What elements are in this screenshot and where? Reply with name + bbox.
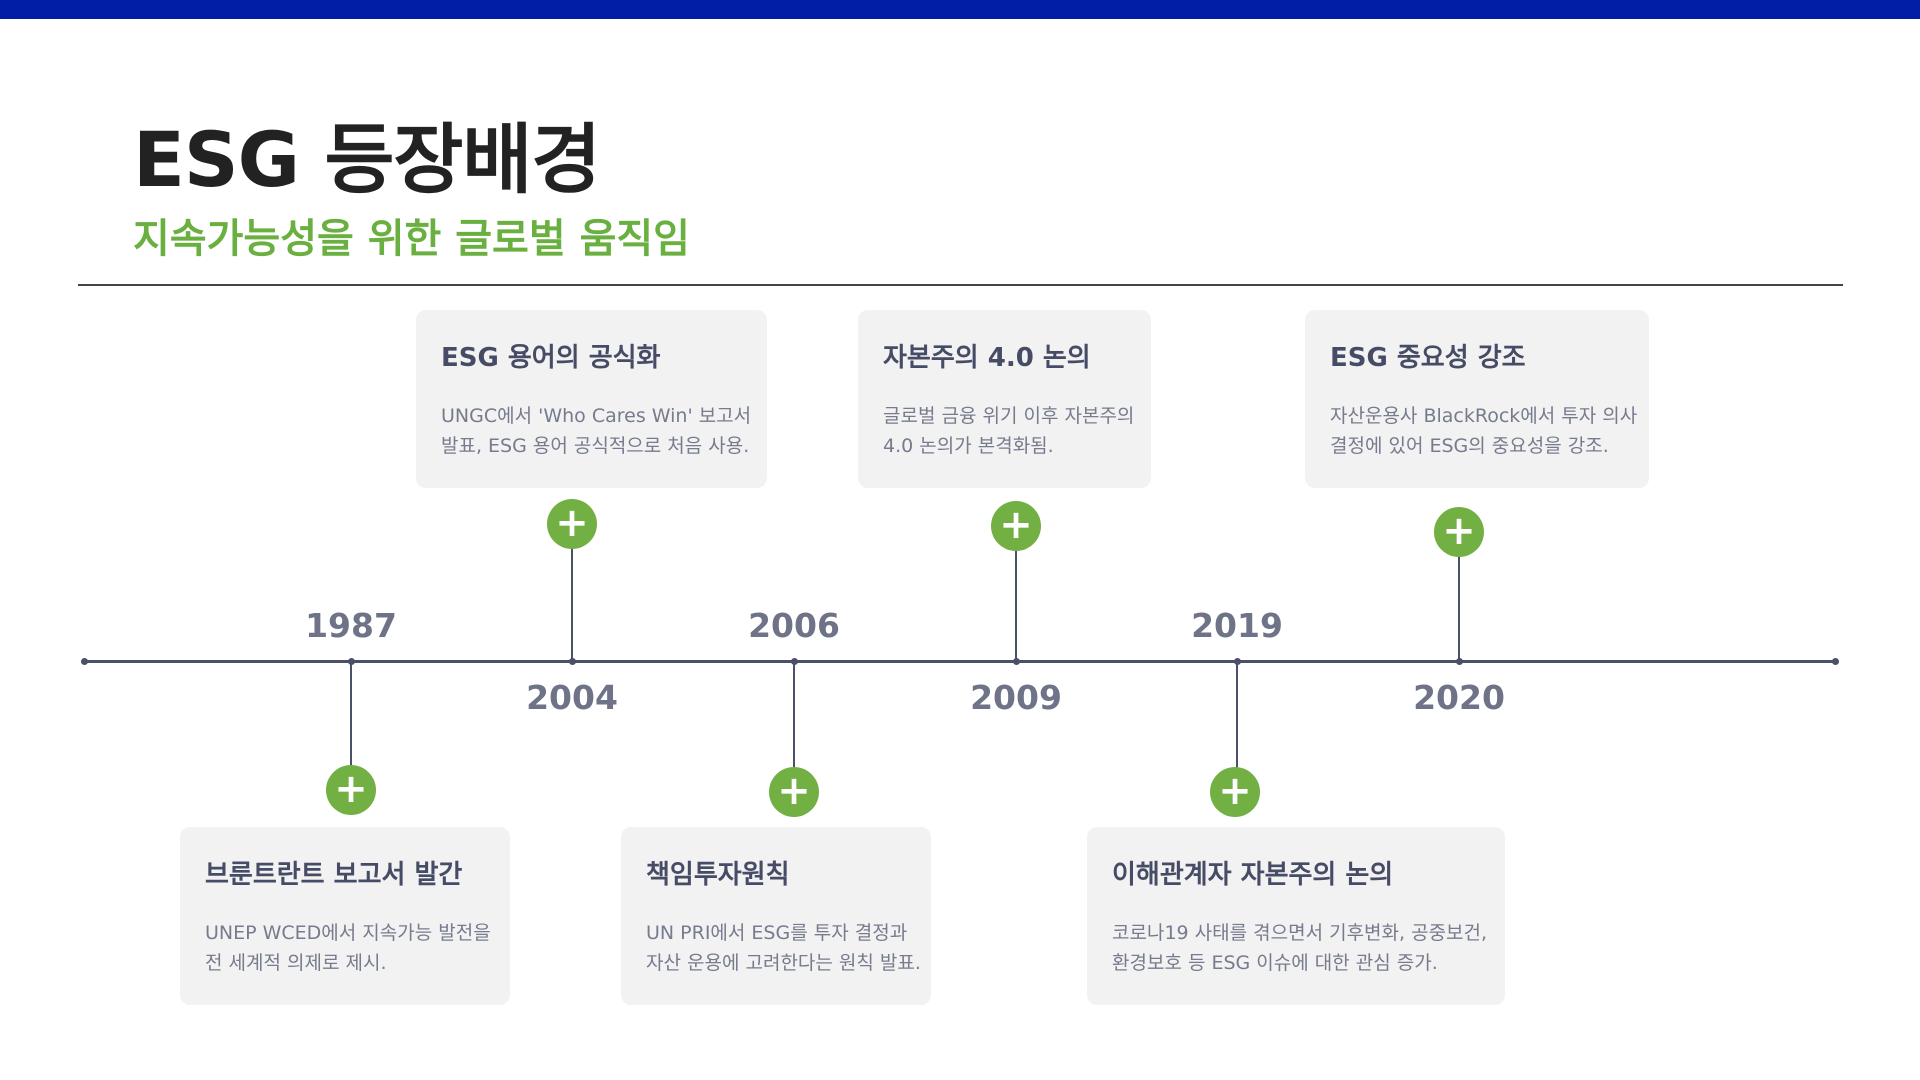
event-description-line: 환경보호 등 ESG 이슈에 대한 관심 증가. <box>1112 952 1438 974</box>
plus-icon: + <box>547 499 597 549</box>
timeline-tick-1987 <box>348 658 355 665</box>
event-card-2006: 책임투자원칙 UN PRI에서 ESG를 투자 결정과 자산 운용에 고려한다는… <box>621 827 931 1005</box>
event-title: 책임투자원칙 <box>646 860 790 890</box>
year-label-1987: 1987 <box>305 606 397 645</box>
timeline-axis <box>84 660 1836 663</box>
timeline-start-dot <box>81 658 88 665</box>
event-card-2009: 자본주의 4.0 논의 글로벌 금융 위기 이후 자본주의 4.0 논의가 본격… <box>858 310 1151 488</box>
connector-line-2006 <box>793 662 795 768</box>
event-description-line: UNEP WCED에서 지속가능 발전을 <box>205 922 491 944</box>
event-card-2019: 이해관계자 자본주의 논의 코로나19 사태를 겪으면서 기후변화, 공중보건,… <box>1087 827 1505 1005</box>
event-card-2004: ESG 용어의 공식화 UNGC에서 'Who Cares Win' 보고서 발… <box>416 310 767 488</box>
event-title: 이해관계자 자본주의 논의 <box>1112 860 1394 890</box>
timeline-end-dot <box>1832 658 1839 665</box>
event-description-line: 전 세계적 의제로 제시. <box>205 952 387 974</box>
event-title: ESG 중요성 강조 <box>1330 343 1526 373</box>
timeline-tick-2006 <box>791 658 798 665</box>
event-description-line: 코로나19 사태를 겪으면서 기후변화, 공중보건, <box>1112 922 1488 944</box>
event-title: 자본주의 4.0 논의 <box>883 343 1091 373</box>
event-card-2020: ESG 중요성 강조 자산운용사 BlackRock에서 투자 의사 결정에 있… <box>1305 310 1649 488</box>
event-description-line: 자산 운용에 고려한다는 원칙 발표. <box>646 952 921 974</box>
plus-icon: + <box>769 767 819 817</box>
connector-line-2020 <box>1458 556 1460 662</box>
event-title: ESG 용어의 공식화 <box>441 343 661 373</box>
connector-line-2019 <box>1236 662 1238 768</box>
event-description: UNEP WCED에서 지속가능 발전을 전 세계적 의제로 제시. <box>205 918 491 978</box>
event-title: 브룬트란트 보고서 발간 <box>205 860 463 890</box>
plus-icon: + <box>991 501 1041 551</box>
year-label-2009: 2009 <box>970 678 1062 717</box>
event-description: UNGC에서 'Who Cares Win' 보고서 발표, ESG 용어 공식… <box>441 401 752 461</box>
plus-icon: + <box>1210 767 1260 817</box>
event-description: 코로나19 사태를 겪으면서 기후변화, 공중보건, 환경보호 등 ESG 이슈… <box>1112 918 1488 978</box>
year-label-2020: 2020 <box>1413 678 1505 717</box>
connector-line-2009 <box>1015 550 1017 662</box>
slide-title: ESG 등장배경 <box>133 115 601 204</box>
event-description: 글로벌 금융 위기 이후 자본주의 4.0 논의가 본격화됨. <box>883 401 1135 461</box>
connector-line-2004 <box>571 548 573 662</box>
event-description-line: 발표, ESG 용어 공식적으로 처음 사용. <box>441 435 750 457</box>
slide-subtitle: 지속가능성을 위한 글로벌 움직임 <box>133 216 690 262</box>
event-description-line: UNGC에서 'Who Cares Win' 보고서 <box>441 405 752 427</box>
title-divider <box>78 284 1843 286</box>
year-label-2004: 2004 <box>526 678 618 717</box>
event-description-line: 4.0 논의가 본격화됨. <box>883 435 1054 457</box>
timeline-tick-2019 <box>1234 658 1241 665</box>
connector-line-1987 <box>350 662 352 766</box>
top-accent-bar <box>0 0 1920 19</box>
event-description-line: 자산운용사 BlackRock에서 투자 의사 <box>1330 405 1638 427</box>
event-card-1987: 브룬트란트 보고서 발간 UNEP WCED에서 지속가능 발전을 전 세계적 … <box>180 827 510 1005</box>
event-description-line: 결정에 있어 ESG의 중요성을 강조. <box>1330 435 1609 457</box>
plus-icon: + <box>326 765 376 815</box>
year-label-2019: 2019 <box>1191 606 1283 645</box>
plus-icon: + <box>1434 507 1484 557</box>
event-description: UN PRI에서 ESG를 투자 결정과 자산 운용에 고려한다는 원칙 발표. <box>646 918 921 978</box>
event-description: 자산운용사 BlackRock에서 투자 의사 결정에 있어 ESG의 중요성을… <box>1330 401 1638 461</box>
year-label-2006: 2006 <box>748 606 840 645</box>
event-description-line: 글로벌 금융 위기 이후 자본주의 <box>883 405 1135 427</box>
event-description-line: UN PRI에서 ESG를 투자 결정과 <box>646 922 908 944</box>
